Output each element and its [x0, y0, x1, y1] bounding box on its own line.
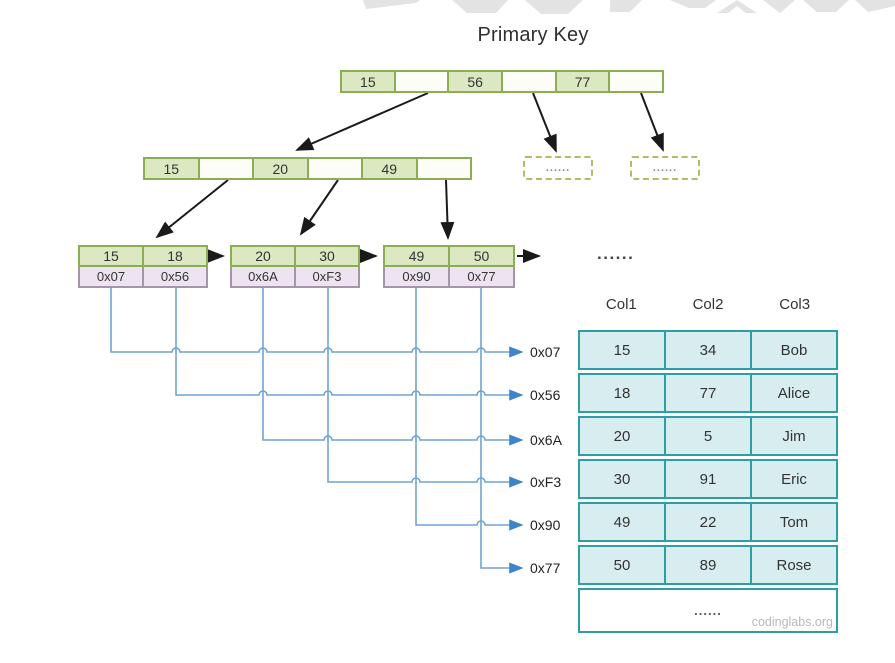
table-cell: 30	[613, 470, 631, 488]
record-address-label: 0x90	[530, 517, 561, 533]
codinglabs-watermark: codinglabs.org	[751, 615, 833, 629]
root-node: 15 56 77	[340, 70, 664, 93]
pointer-cell	[393, 72, 448, 91]
record-pointer-cell: 0xF3	[294, 267, 358, 286]
table-cell: Rose	[750, 547, 836, 583]
table-row: 50 89 Rose	[578, 545, 838, 585]
key-cell: 77	[554, 72, 609, 91]
dashed-placeholder-node: ......	[630, 156, 700, 180]
table-row: 49 22 Tom	[578, 502, 838, 542]
key-cell: 49	[361, 159, 416, 178]
leaf-chain-ellipsis: ......	[597, 244, 635, 263]
key-cell: 18	[142, 247, 206, 265]
key-cell: 20	[232, 247, 294, 265]
leaf-key-row: 20 30	[230, 245, 360, 267]
internal-node: 15 20 49	[143, 157, 472, 180]
table-cell: 18	[613, 384, 631, 402]
leaf-node: 49 50 0x90 0x77	[383, 245, 515, 288]
table-row: 18 77 Alice	[578, 373, 838, 413]
leaf-key-row: 15 18	[78, 245, 208, 267]
record-address-label: 0xF3	[530, 474, 562, 490]
table-cell: 91	[664, 461, 750, 497]
table-cell: 50	[613, 556, 631, 574]
key-cell: 30	[294, 247, 358, 265]
table-cell: Tom	[750, 504, 836, 540]
key-cell: 15	[145, 159, 198, 178]
data-table: 15 34 Bob 18 77 Alice 20 5 Jim 30 91 Eri…	[578, 330, 838, 633]
column-header: Col3	[779, 296, 811, 313]
column-header: Col2	[692, 296, 724, 313]
leaf-node: 20 30 0x6A 0xF3	[230, 245, 360, 288]
record-address-label: 0x77	[530, 560, 561, 576]
watermark-pattern	[363, 0, 895, 14]
table-cell: 49	[613, 513, 631, 531]
key-cell: 15	[80, 247, 142, 265]
table-row: 30 91 Eric	[578, 459, 838, 499]
pointer-cell	[306, 159, 361, 178]
table-cell: Bob	[750, 332, 836, 368]
leaf-pointer-row: 0x90 0x77	[383, 267, 515, 288]
key-cell: 49	[385, 247, 448, 265]
table-cell: 34	[664, 332, 750, 368]
more-rows-ellipsis: ......	[694, 603, 722, 618]
key-cell: 15	[342, 72, 394, 91]
diagram-title: Primary Key	[477, 24, 589, 46]
table-cell: 5	[664, 418, 750, 454]
table-cell: Eric	[750, 461, 836, 497]
table-cell: Jim	[750, 418, 836, 454]
table-cell: Alice	[750, 375, 836, 411]
record-address-label: 0x6A	[530, 432, 562, 448]
pointer-cell	[197, 159, 252, 178]
leaf-pointer-row: 0x6A 0xF3	[230, 267, 360, 288]
table-column-headers: Col1 Col2 Col3	[578, 296, 838, 313]
dashed-placeholder-node: ......	[523, 156, 593, 180]
pointer-cell	[608, 72, 663, 91]
table-cell: 20	[613, 427, 631, 445]
record-pointer-cell: 0x6A	[232, 267, 294, 286]
table-row: 15 34 Bob	[578, 330, 838, 370]
record-pointer-cell: 0x90	[385, 267, 448, 286]
record-pointer-cell: 0x56	[142, 267, 206, 286]
column-header: Col1	[605, 296, 637, 313]
table-cell: 89	[664, 547, 750, 583]
record-pointer-cell: 0x77	[448, 267, 513, 286]
key-cell: 50	[448, 247, 513, 265]
key-cell: 56	[447, 72, 502, 91]
table-row-ellipsis: ...... codinglabs.org	[578, 588, 838, 633]
key-cell: 20	[252, 159, 307, 178]
table-row: 20 5 Jim	[578, 416, 838, 456]
leaf-node: 15 18 0x07 0x56	[78, 245, 208, 288]
table-cell: 77	[664, 375, 750, 411]
pointer-cell	[501, 72, 555, 91]
record-address-label: 0x56	[530, 387, 561, 403]
record-pointer-cell: 0x07	[80, 267, 142, 286]
pointer-cell	[415, 159, 470, 178]
tree-arrows	[155, 92, 664, 263]
record-address-label: 0x07	[530, 344, 561, 360]
leaf-key-row: 49 50	[383, 245, 515, 267]
table-cell: 22	[664, 504, 750, 540]
table-cell: 15	[613, 341, 631, 359]
record-pointer-lines	[110, 288, 524, 574]
leaf-pointer-row: 0x07 0x56	[78, 267, 208, 288]
